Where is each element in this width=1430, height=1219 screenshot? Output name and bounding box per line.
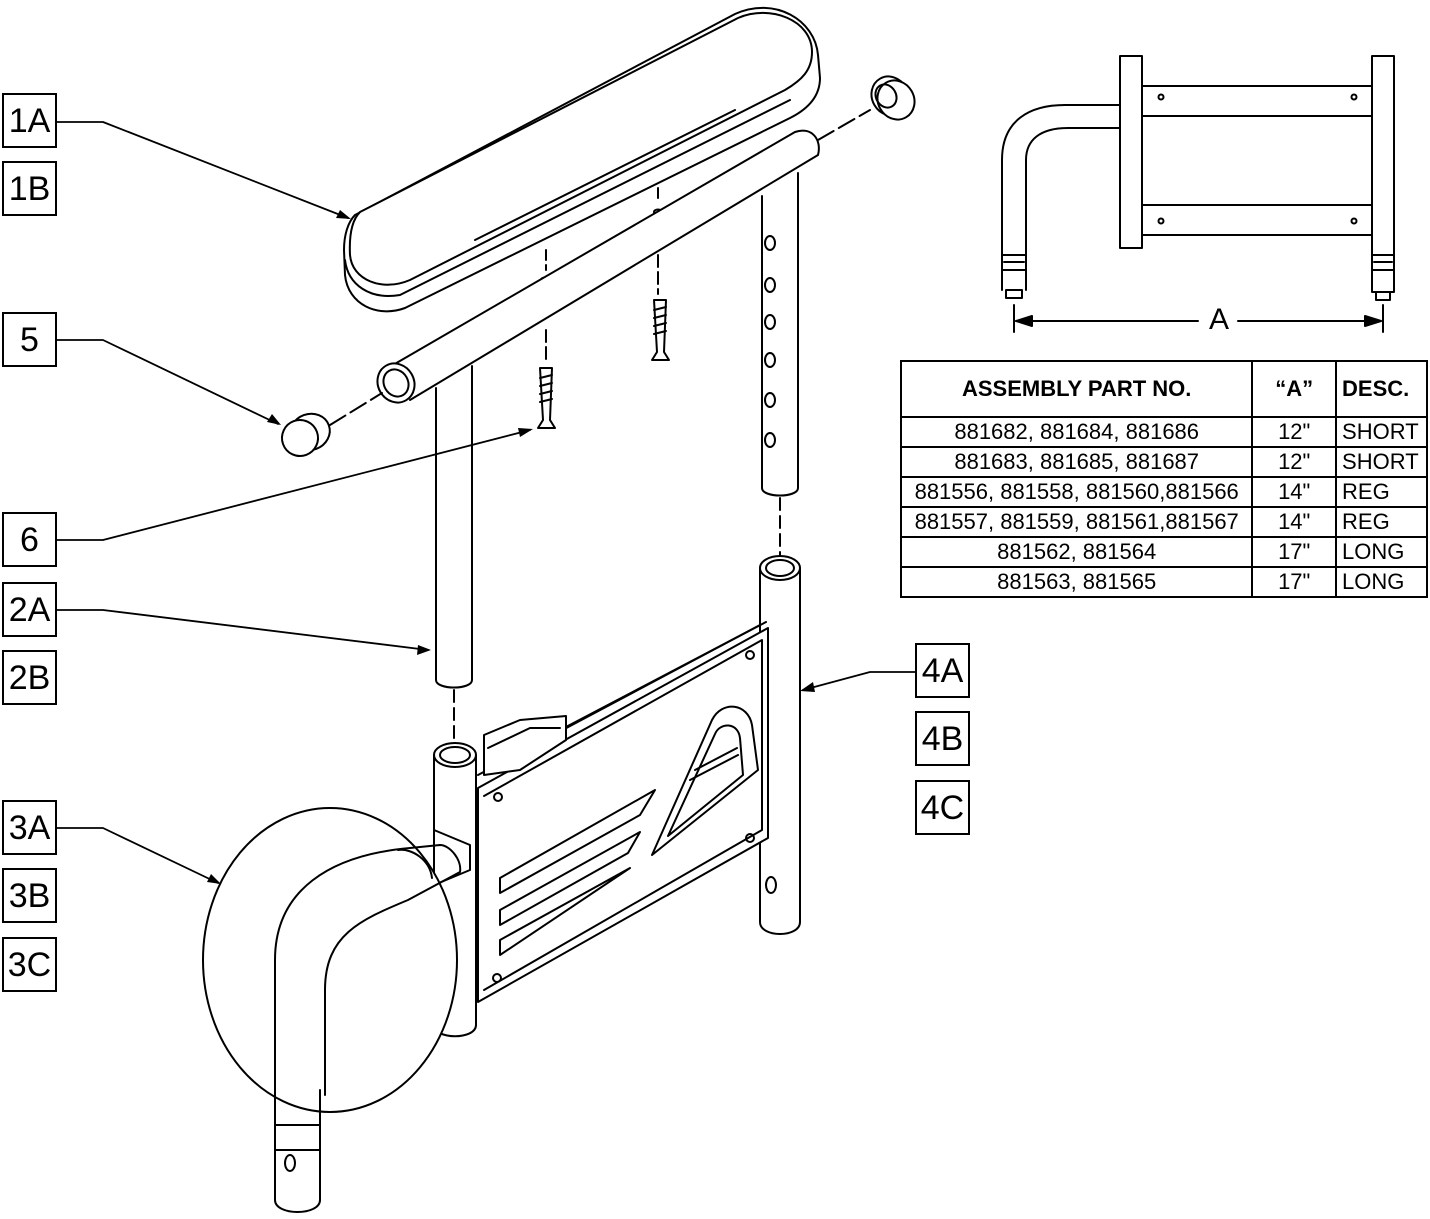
callout-6: 6 <box>2 512 57 567</box>
cell-a: 14" <box>1251 476 1338 508</box>
table-row: 881557, 881559, 881561,881567 14" REG <box>899 506 1428 538</box>
cell-a: 12" <box>1251 446 1338 478</box>
table-row: 881563, 881565 17" LONG <box>899 566 1428 598</box>
cell-part-no: 881556, 881558, 881560,881566 <box>899 476 1254 508</box>
cell-part-no: 881683, 881685, 881687 <box>899 446 1254 478</box>
callout-4a: 4A <box>915 643 970 698</box>
cell-part-no: 881563, 881565 <box>899 566 1254 598</box>
callout-3a: 3A <box>2 800 57 855</box>
callout-1b: 1B <box>2 161 57 216</box>
assembly-parts-table: ASSEMBLY PART NO. “A” DESC. 881682, 8816… <box>899 360 1428 598</box>
detail-ellipse <box>202 807 462 1213</box>
header-a: “A” <box>1251 360 1338 418</box>
cell-desc: SHORT <box>1335 446 1428 478</box>
callout-1a: 1A <box>2 93 57 148</box>
leader-arrowheads <box>207 210 815 884</box>
end-cap-right <box>870 75 916 121</box>
cell-part-no: 881682, 881684, 881686 <box>899 416 1254 448</box>
arm-pad <box>343 6 821 313</box>
callout-4b: 4B <box>915 711 970 766</box>
table-row: 881682, 881684, 881686 12" SHORT <box>899 416 1428 448</box>
cell-a: 17" <box>1251 536 1338 568</box>
table-row: 881556, 881558, 881560,881566 14" REG <box>899 476 1428 508</box>
cell-desc: LONG <box>1335 536 1428 568</box>
cell-desc: REG <box>1335 476 1428 508</box>
callout-3b: 3B <box>2 868 57 923</box>
top-tube <box>376 109 871 404</box>
cell-a: 14" <box>1251 506 1338 538</box>
screws <box>537 254 670 429</box>
side-frame <box>477 555 801 1003</box>
table-row: 881683, 881685, 881687 12" SHORT <box>899 446 1428 478</box>
callout-5: 5 <box>2 312 57 367</box>
cell-desc: LONG <box>1335 566 1428 598</box>
inset-frame-view <box>1001 55 1395 333</box>
dimension-label-a: A <box>1203 303 1236 337</box>
cell-part-no: 881557, 881559, 881561,881567 <box>899 506 1254 538</box>
cell-a: 17" <box>1251 566 1338 598</box>
cell-a: 12" <box>1251 416 1338 448</box>
table-row: 881562, 881564 17" LONG <box>899 536 1428 568</box>
front-post <box>435 365 473 746</box>
cell-desc: SHORT <box>1335 416 1428 448</box>
rear-post <box>761 172 799 556</box>
callout-3c: 3C <box>2 937 57 992</box>
callout-4c: 4C <box>915 780 970 835</box>
header-assembly-part-no: ASSEMBLY PART NO. <box>899 360 1254 418</box>
table-header-row: ASSEMBLY PART NO. “A” DESC. <box>899 360 1428 418</box>
cell-part-no: 881562, 881564 <box>899 536 1254 568</box>
cell-desc: REG <box>1335 506 1428 538</box>
leader-lines <box>56 121 916 884</box>
header-desc: DESC. <box>1335 360 1428 418</box>
callout-2b: 2B <box>2 650 57 705</box>
end-cap-left <box>281 392 383 457</box>
callout-2a: 2A <box>2 582 57 637</box>
